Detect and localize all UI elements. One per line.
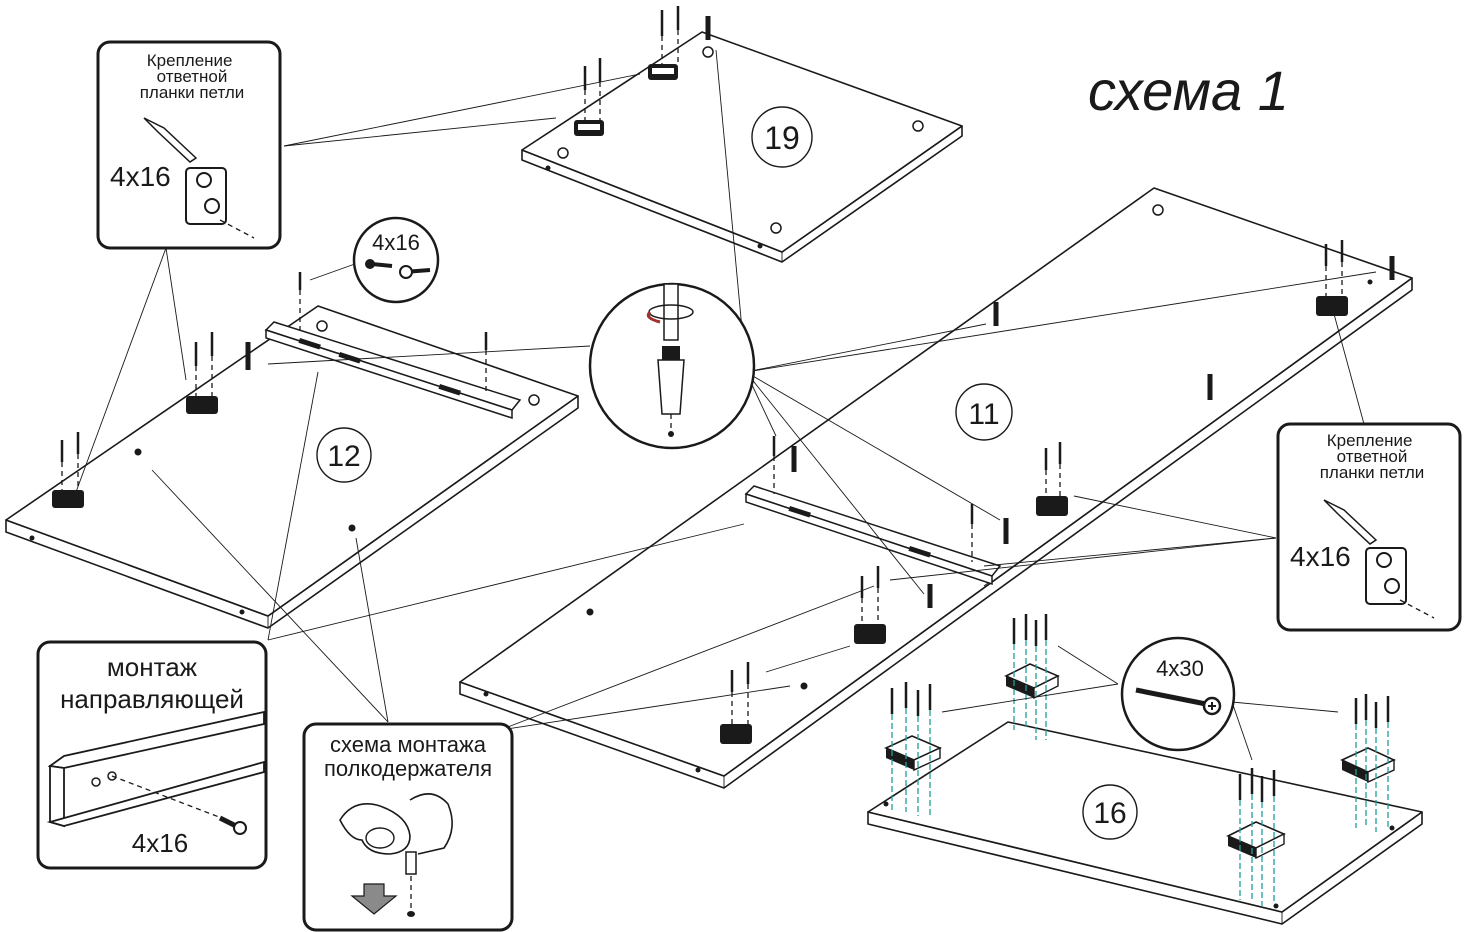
- hinge-plate-icon: [143, 117, 255, 239]
- leader-lines: [75, 49, 1377, 761]
- rail-callout-title: монтаж: [107, 652, 198, 682]
- hinge-callout-label-line1: Крепление: [147, 51, 233, 70]
- rail-icon: [264, 321, 522, 420]
- hinge-plate-icon: [52, 490, 84, 508]
- screwdriver-icon: [646, 283, 694, 437]
- shelf-callout-title: схема монтажа: [330, 732, 487, 757]
- rail-callout-screw: 4x16: [132, 828, 188, 858]
- screw-size-label-4x30: 4x30: [1156, 656, 1204, 681]
- diagram-title: схема 1: [1088, 59, 1289, 122]
- screw-size-label: 4x16: [372, 230, 420, 255]
- rail-mount-callout: монтаж направляющей 4x16: [36, 640, 268, 870]
- panel-19: 19: [521, 6, 963, 263]
- panel-number-11: 11: [968, 398, 999, 431]
- screw-icon: [583, 6, 711, 90]
- panel-12: 12: [5, 272, 579, 629]
- panel-number-12: 12: [327, 440, 360, 473]
- shelf-support-callout: схема монтажа полкодержателя: [302, 722, 514, 932]
- panel-11: 11: [459, 187, 1413, 789]
- hinge-callout-label-line3: планки петли: [1320, 463, 1425, 482]
- rail-callout-subtitle: направляющей: [60, 684, 244, 714]
- shelf-callout-subtitle: полкодержателя: [324, 756, 492, 781]
- screw-icon: [218, 815, 247, 835]
- hinge-callout-screw: 4x16: [110, 161, 171, 192]
- confirmat-screw-icon: [1135, 687, 1222, 716]
- screw-detail-4x16: 4x16: [352, 216, 440, 304]
- foot-block-icon: [884, 663, 1396, 860]
- panel-16: 16: [867, 614, 1423, 925]
- hinge-callout-label-line2: ответной: [1337, 447, 1408, 466]
- hinge-callout-right-label: Крепление: [1327, 431, 1413, 450]
- hinge-callout-right-screw: 4x16: [1290, 541, 1351, 572]
- hinge-callout-label-line2: ответной: [157, 67, 228, 86]
- hinge-plate-icon: [574, 64, 678, 136]
- hinge-callout-label-line3: планки петли: [140, 83, 245, 102]
- screwdriver-detail: [588, 282, 756, 450]
- screw-detail-4x30: 4x30: [1120, 636, 1236, 752]
- hinge-plate-icon: [1323, 499, 1435, 619]
- hand-press-icon: [339, 793, 453, 917]
- arrow-down-icon: [350, 883, 398, 915]
- rail-icon: [46, 710, 265, 828]
- screw-icon: [365, 259, 431, 279]
- panel-number-19: 19: [764, 120, 800, 156]
- panel-number-16: 16: [1093, 797, 1126, 830]
